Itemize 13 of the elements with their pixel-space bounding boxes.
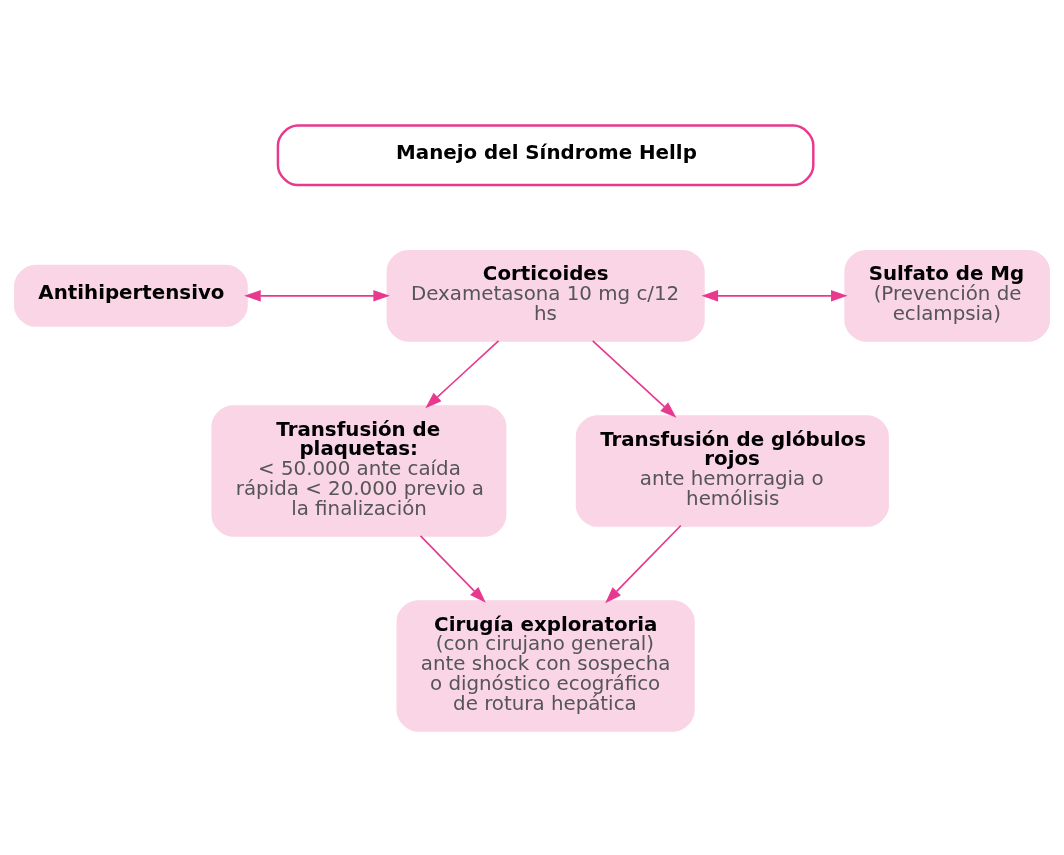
node-box: Transfusión de plaquetas: < 50.000 ante caída rápida < 20.000 previo a la finalización	[211, 404, 507, 537]
arrow	[605, 524, 682, 603]
arrow	[701, 289, 848, 302]
arrow	[425, 339, 500, 408]
node-box: Sulfato de Mg (Prevención de eclampsia)	[844, 249, 1051, 342]
arrow	[419, 534, 486, 603]
node-box: Manejo del Síndrome Hellp	[276, 123, 815, 186]
arrow	[591, 339, 677, 418]
arrow	[244, 289, 390, 302]
node-box: Cirugía exploratoria (con cirujano general) ante shock con sospecha o dignóstico ecográfico de rotura hepática	[396, 599, 695, 732]
node-box: Corticoides Dexametasona 10 mg c/12 hs	[386, 249, 705, 342]
node-box: Transfusión de glóbulos rojos ante hemorragia o hemólisis	[575, 414, 889, 527]
node-box: Antihipertensivo	[13, 264, 248, 327]
